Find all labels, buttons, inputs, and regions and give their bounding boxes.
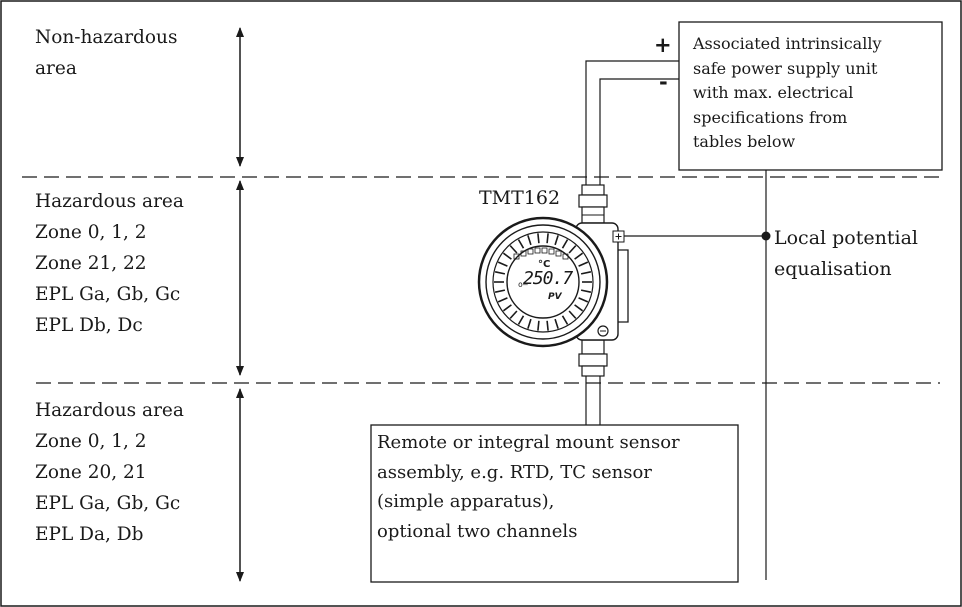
zone-line: EPL Ga, Gb, Gc — [35, 284, 181, 305]
sensor-line: (simple apparatus), — [377, 491, 555, 512]
zone-line: Zone 21, 22 — [35, 253, 147, 274]
zone-line: Non-hazardous — [35, 27, 178, 48]
zone-label-non-hazardous: Non-hazardous area — [35, 22, 177, 84]
svg-text:o—: o— — [518, 280, 528, 289]
display-bargraph — [513, 247, 569, 260]
top-cable-gland — [578, 184, 608, 224]
sensor-line: Remote or integral mount sensor — [377, 432, 680, 453]
device-name-label: TMT162 — [479, 187, 561, 209]
minus-terminal-label: - — [659, 70, 668, 94]
zone-line: Zone 0, 1, 2 — [35, 222, 147, 243]
display-unit: °C — [538, 259, 551, 270]
zone-line: Zone 0, 1, 2 — [35, 431, 147, 452]
equalisation-line: Local potential — [774, 227, 918, 249]
wire-plus — [585, 60, 679, 185]
zone-line: Zone 20, 21 — [35, 462, 147, 483]
cover-ticks — [494, 233, 592, 331]
equalisation-node — [761, 231, 771, 241]
power-supply-line: safe power supply unit — [693, 58, 878, 78]
power-supply-label: Associated intrinsically safe power supp… — [693, 32, 881, 155]
equalisation-line: equalisation — [774, 258, 892, 280]
equalisation-label: Local potential equalisation — [774, 223, 918, 285]
zone-line: EPL Da, Db — [35, 524, 144, 545]
wire-minus — [599, 78, 679, 185]
sensor-box — [370, 424, 739, 583]
zone-line: EPL Db, Dc — [35, 315, 143, 336]
display-value: 250.7 — [523, 268, 573, 289]
zone-line: EPL Ga, Gb, Gc — [35, 493, 181, 514]
power-supply-line: specifications from — [693, 107, 848, 127]
zone-line: Hazardous area — [35, 400, 184, 421]
power-supply-line: tables below — [693, 132, 796, 151]
zone-label-hazardous-2: Hazardous area Zone 0, 1, 2 Zone 20, 21 … — [35, 395, 184, 550]
power-supply-line: with max. electrical — [693, 83, 854, 102]
sensor-label: Remote or integral mount sensor assembly… — [377, 428, 680, 546]
display-window — [506, 245, 580, 319]
zone-label-hazardous-1: Hazardous area Zone 0, 1, 2 Zone 21, 22 … — [35, 186, 184, 341]
plus-terminal-label: + — [654, 33, 672, 57]
power-supply-box — [678, 21, 943, 171]
sensor-line: assembly, e.g. RTD, TC sensor — [377, 461, 652, 483]
display-mode: PV — [548, 292, 562, 302]
tmt162-device: o— — [477, 216, 629, 348]
sensor-line: optional two channels — [377, 520, 578, 542]
power-supply-line: Associated intrinsically — [693, 34, 882, 53]
zone-line: Hazardous area — [35, 191, 184, 212]
bottom-cable-gland — [578, 339, 608, 377]
zone-line: area — [35, 58, 77, 79]
